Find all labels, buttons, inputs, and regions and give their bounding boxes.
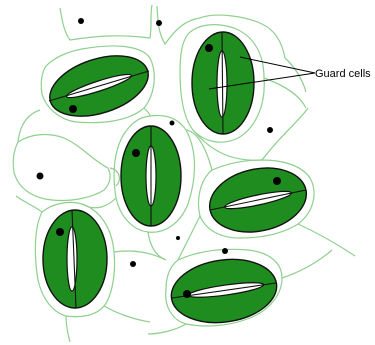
stomatal-pore — [67, 227, 77, 291]
nucleus — [183, 290, 191, 298]
stoma-center — [121, 126, 181, 226]
stoma-top-right — [192, 32, 254, 134]
nucleus — [130, 261, 136, 267]
nucleus — [176, 236, 180, 240]
nucleus — [69, 105, 77, 113]
nucleus — [267, 127, 273, 133]
nucleus — [56, 228, 64, 236]
nucleus — [132, 149, 140, 157]
nucleus — [37, 173, 44, 180]
nucleus — [273, 177, 281, 185]
nucleus — [222, 248, 228, 254]
stoma-bottom-left — [43, 210, 107, 308]
guard-cells-label: Guard cells — [315, 68, 371, 80]
nucleus — [205, 44, 213, 52]
nucleus — [156, 20, 162, 26]
nucleus — [78, 18, 84, 24]
nucleus — [170, 121, 175, 126]
